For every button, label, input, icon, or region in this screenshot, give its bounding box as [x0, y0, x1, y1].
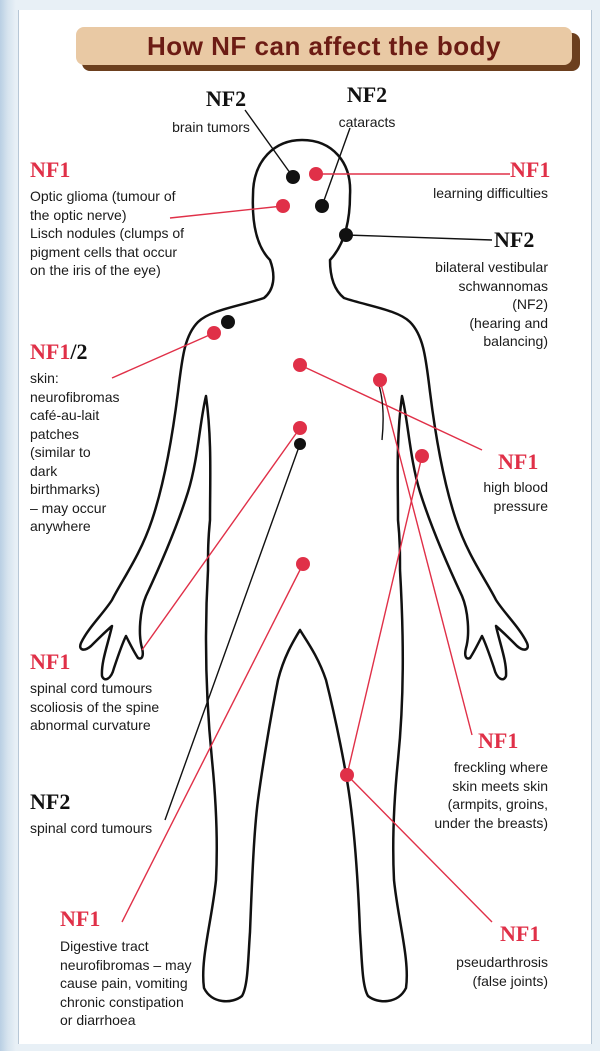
dot-optic-nf1: [276, 199, 290, 213]
dot-vestibular-nf2: [339, 228, 353, 242]
leader-pseudarthrosis-up: [347, 456, 422, 775]
label-pseudarthrosis: pseudarthrosis (false joints): [420, 953, 548, 990]
label-digestive: Digestive tract neurofibromas – may caus…: [60, 937, 230, 1030]
tag-spinal-nf1: NF1: [30, 651, 70, 673]
tag-freckling: NF1: [478, 730, 518, 752]
label-learning: learning difficulties: [400, 184, 548, 203]
leader-freckling: [380, 380, 472, 735]
label-vestibular: bilateral vestibular schwannomas (NF2) (…: [400, 258, 548, 351]
leader-blood-pressure: [300, 365, 482, 450]
dot-spine-nf1: [293, 421, 307, 435]
tag-skin: NF1/2: [30, 341, 87, 363]
label-blood-pressure: high blood pressure: [430, 478, 548, 515]
dot-blood-nf1: [293, 358, 307, 372]
dot-skin-nf2: [221, 315, 235, 329]
dot-brain-nf2: [286, 170, 300, 184]
tag-vestibular: NF2: [494, 229, 534, 251]
label-cataracts: cataracts: [320, 113, 414, 132]
tag-digestive: NF1: [60, 908, 100, 930]
tag-cataracts: NF2: [322, 84, 412, 106]
tag-blood-pressure: NF1: [498, 451, 538, 473]
label-brain-tumors: brain tumors: [146, 118, 276, 137]
dot-leg-nf1: [340, 768, 354, 782]
dot-learning-nf1: [309, 167, 323, 181]
dot-digestive-nf1: [296, 557, 310, 571]
tag-learning: NF1: [510, 159, 550, 181]
dot-armpit-nf1: [373, 373, 387, 387]
leader-digestive: [122, 564, 303, 922]
tag-brain-tumors: NF2: [176, 88, 276, 110]
label-spinal-nf1: spinal cord tumours scoliosis of the spi…: [30, 679, 210, 735]
dot-arm-nf1: [415, 449, 429, 463]
dot-spine-nf2: [294, 438, 306, 450]
label-freckling: freckling where skin meets skin (armpits…: [408, 758, 548, 832]
tag-pseudarthrosis: NF1: [500, 923, 540, 945]
leader-vestibular: [346, 235, 492, 240]
label-spinal-nf2: spinal cord tumours: [30, 819, 190, 838]
dot-skin-nf1: [207, 326, 221, 340]
label-optic: Optic glioma (tumour of the optic nerve)…: [30, 187, 250, 280]
dot-cataract-nf2: [315, 199, 329, 213]
tag-spinal-nf2: NF2: [30, 791, 70, 813]
tag-optic: NF1: [30, 159, 70, 181]
label-skin: skin: neurofibromas café-au-lait patches…: [30, 369, 150, 536]
